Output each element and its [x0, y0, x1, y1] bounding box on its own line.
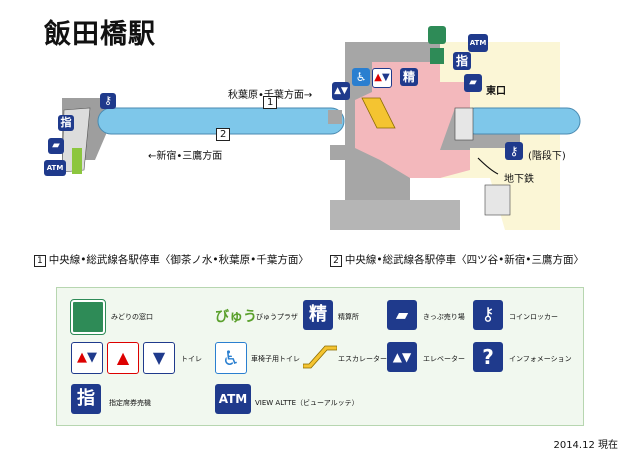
shitei-icon-west: 指	[58, 115, 74, 131]
locker-legend-label: コインロッカー	[509, 313, 558, 321]
escalator-legend-label: エスカレーター	[338, 355, 387, 363]
elevator-icon: ▲▼	[332, 82, 350, 100]
ticket-icon-east: ▰	[464, 74, 482, 92]
shitei-legend-label: 指定席券売機	[109, 399, 151, 407]
track-2-label: 2	[216, 128, 231, 141]
viewplaza-logo: びゅう	[215, 309, 257, 325]
accessible-legend-label: 車椅子用トイレ	[251, 355, 300, 363]
platform-toilet-block	[328, 110, 342, 124]
atm-icon-west: ATM	[44, 160, 66, 176]
station-map	[61, 42, 581, 230]
label-shinjuku-direction: ←新宿•三鷹方面	[148, 151, 223, 162]
icon-legend: みどりの窓口 びゅう びゅうプラザ 精 精算所 ▰ きっぷ売り場 ⚷ コインロッ…	[56, 287, 584, 426]
escalator-shape	[361, 97, 396, 129]
midori-icon	[428, 26, 446, 44]
toilet-legend-label: トイレ	[181, 355, 202, 363]
label-akihabara-direction: 秋葉原•千葉方面→	[228, 86, 312, 101]
elevator-legend-icon: ▲▼	[387, 342, 417, 372]
stairs-b	[484, 184, 511, 216]
atm-icon: ATM	[468, 34, 488, 52]
east-exit-label: 東口	[486, 86, 506, 97]
escalator-legend-icon	[302, 342, 338, 372]
locker-icon-east: ⚷	[505, 142, 523, 160]
seisan-legend-icon: 精	[303, 300, 333, 330]
toilet-icon: ▲▼	[372, 68, 392, 88]
toilet-legend-icon-mixed: ▲▼	[71, 342, 103, 374]
platform-east	[461, 107, 581, 135]
toilet-legend-icon-male: ▼	[143, 342, 175, 374]
locker-legend-icon: ⚷	[473, 300, 503, 330]
track-1-label: 1	[263, 96, 278, 109]
shitei-icon: 指	[453, 52, 471, 70]
subway-arrow	[477, 157, 499, 175]
ticket-legend-icon: ▰	[387, 300, 417, 330]
elevator-legend-label: エレベーター	[423, 355, 465, 363]
atm-legend-icon: ATM	[215, 384, 251, 414]
seisan-icon: 精	[400, 68, 418, 86]
west-green	[72, 148, 82, 174]
stairs-down-label: (階段下)	[528, 151, 566, 162]
toilet-legend-icon-female: ▲	[107, 342, 139, 374]
locker-icon: ⚷	[100, 93, 116, 109]
gate-green	[430, 48, 444, 64]
viewplaza-legend-label: びゅうプラザ	[256, 313, 298, 321]
seisan-legend-label: 精算所	[338, 313, 359, 321]
ticket-legend-label: きっぷ売り場	[423, 313, 465, 321]
subway-label: 地下鉄	[504, 174, 534, 185]
wall-lower	[330, 200, 460, 230]
shitei-legend-icon: 指	[71, 384, 101, 414]
accessible-icon: ♿	[352, 68, 370, 86]
ticket-icon-west: ▰	[48, 138, 64, 154]
date-label: 2014.12 現在	[553, 440, 618, 451]
midori-legend-icon	[70, 299, 106, 335]
accessible-legend-icon: ♿	[215, 342, 247, 374]
midori-legend-label: みどりの窓口	[111, 313, 153, 321]
concourse	[355, 62, 470, 178]
atm-legend-label: VIEW ALTTE（ビューアルッテ）	[255, 399, 359, 407]
stairs-a	[454, 107, 474, 141]
info-legend-icon: ?	[473, 342, 503, 372]
station-title: 飯田橋駅	[44, 19, 156, 50]
info-legend-label: インフォメーション	[509, 355, 572, 363]
